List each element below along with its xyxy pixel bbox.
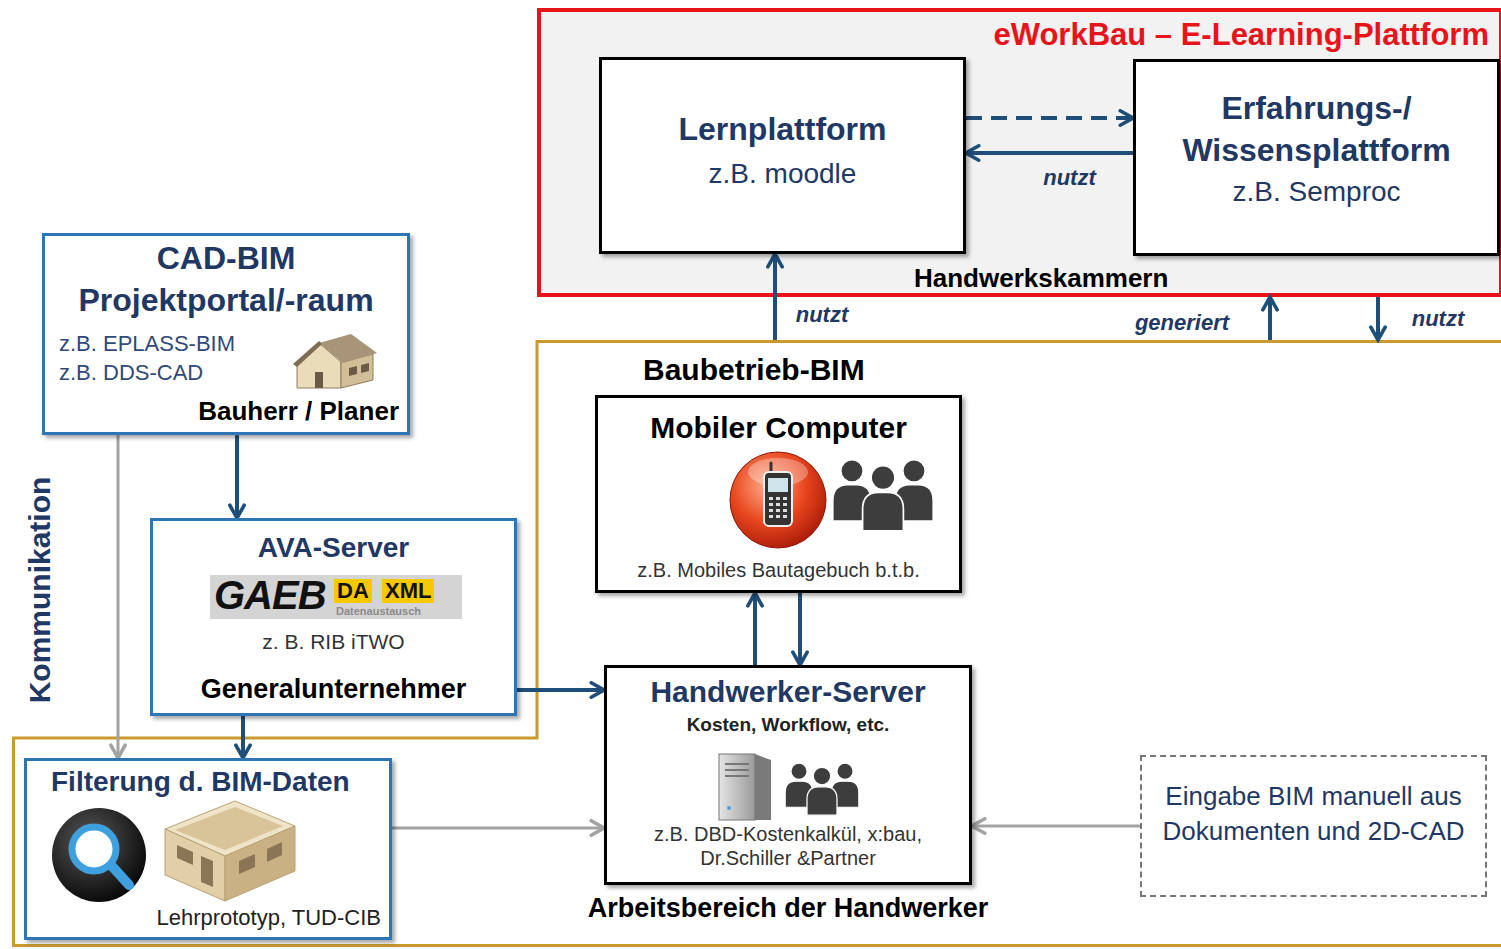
server-icon-part bbox=[719, 754, 755, 820]
area-caption: Arbeitsbereich der Handwerker bbox=[588, 892, 989, 924]
server-icon bbox=[717, 752, 775, 822]
wall-model-part bbox=[165, 829, 225, 901]
server-icon-part bbox=[725, 769, 749, 771]
edge-label: nutzt bbox=[1043, 165, 1096, 191]
server-icon-part bbox=[727, 806, 731, 810]
uses-arrow bbox=[966, 151, 1133, 155]
edge-label: nutzt bbox=[1412, 306, 1465, 332]
house-icon bbox=[289, 330, 379, 392]
server-box: AVA-Server z. B. RIB iTWO Generalunternehm… bbox=[150, 518, 517, 716]
data-arrow bbox=[392, 827, 604, 830]
phone-icon-part bbox=[730, 452, 826, 548]
magnifier-icon-part bbox=[110, 864, 129, 885]
box-title: CAD-BIM Projektportal/-raum bbox=[49, 238, 403, 321]
region-title: Baubetrieb-BIM bbox=[643, 352, 865, 388]
house-icon-part bbox=[349, 366, 357, 376]
box-title: AVA-Server bbox=[159, 531, 508, 565]
box-example: z.B. Mobiles Bautagebuch b.t.b. bbox=[604, 558, 953, 582]
people-icon-part bbox=[863, 466, 904, 531]
phone-icon-part bbox=[764, 472, 792, 526]
box-example: z.B. DBD-Kostenkalkül, x:bau, Dr.Schille… bbox=[619, 822, 957, 870]
wall-model-part bbox=[225, 826, 295, 901]
server-icon-part bbox=[755, 754, 771, 820]
box-subtitle: Kosten, Workflow, etc. bbox=[613, 714, 963, 737]
sync-arrow bbox=[753, 593, 757, 665]
wall-model-part bbox=[201, 856, 213, 887]
house-icon-part bbox=[319, 334, 377, 363]
portal-box: CAD-BIM Projektportal/-raum z.B. EPLASS-B… bbox=[42, 233, 410, 435]
communication-arrow bbox=[117, 435, 120, 758]
house-icon-part bbox=[361, 363, 369, 373]
platform-box: Erfahrungs-/ Wissensplattform z.B. Sempro… bbox=[1133, 59, 1500, 256]
wall-model-part bbox=[267, 842, 282, 862]
wall-model-part bbox=[177, 845, 193, 865]
magnifier-icon-part bbox=[52, 808, 146, 902]
device-box: Mobiler Computer z.B. Mobiles Bautagebuch… bbox=[595, 395, 962, 593]
box-title: Mobiler Computer bbox=[604, 410, 953, 446]
wall-model-part bbox=[239, 854, 255, 874]
phone-icon-part bbox=[768, 478, 788, 492]
server-icon-part bbox=[725, 763, 749, 765]
logo-subtitle: Datenaustausch bbox=[336, 605, 421, 617]
uses-arrow bbox=[1376, 297, 1380, 340]
region-title: eWorkBau – E-Learning-Plattform bbox=[993, 16, 1489, 53]
box-text: Eingabe BIM manuell aus Dokumenten und 2… bbox=[1162, 779, 1465, 849]
magnifier-icon-part bbox=[72, 827, 116, 871]
phone-icon-part bbox=[768, 496, 789, 520]
logo-tag: DA bbox=[334, 579, 372, 603]
box-example: z.B. EPLASS-BIM z.B. DDS-CAD bbox=[59, 330, 264, 387]
box-title: Erfahrungs-/ Wissensplattform bbox=[1142, 88, 1491, 171]
box-example: z.B. moodle bbox=[608, 157, 957, 191]
edge-label: nutzt bbox=[796, 302, 849, 328]
side-label: Kommunikation bbox=[22, 477, 58, 704]
flow-arrow bbox=[241, 716, 245, 758]
box-title: Handwerker-Server bbox=[613, 674, 963, 710]
wall-model bbox=[155, 799, 297, 903]
input-arrow bbox=[972, 825, 1140, 828]
flow-arrow bbox=[517, 688, 604, 692]
magnifier-icon bbox=[49, 805, 149, 905]
people-icon-part bbox=[807, 767, 837, 815]
role-label: Generalunternehmer bbox=[159, 673, 508, 705]
filter-box: Filterung d. BIM-DatenLehrprototyp, TUD-… bbox=[24, 758, 392, 940]
gaeb-logo: GAEB DA XML Datenaustausch bbox=[210, 575, 462, 619]
manual-input-box: Eingabe BIM manuell aus Dokumenten und 2… bbox=[1140, 755, 1487, 897]
server-box: Handwerker-ServerKosten, Workflow, etc. z… bbox=[604, 665, 972, 885]
box-title: Lernplattform bbox=[608, 110, 957, 148]
house-icon-part bbox=[293, 341, 322, 367]
house-icon-part bbox=[315, 372, 323, 388]
box-title: Filterung d. BIM-Daten bbox=[51, 765, 350, 799]
uses-arrow bbox=[773, 254, 777, 340]
people-icon bbox=[830, 450, 938, 532]
logo-word: GAEB bbox=[214, 573, 326, 617]
server-icon-part bbox=[725, 775, 749, 777]
logo-tag: XML bbox=[382, 579, 434, 603]
region-caption: Handwerkskammern bbox=[914, 263, 1168, 294]
role-label: Bauherr / Planer bbox=[198, 396, 399, 427]
platform-box: Lernplattform z.B. moodle bbox=[599, 57, 966, 254]
people-icon bbox=[783, 756, 863, 816]
edge-label: generiert bbox=[1135, 310, 1229, 336]
region-outline-part bbox=[14, 342, 1501, 946]
phone-icon bbox=[726, 448, 832, 554]
generates-arrow bbox=[1268, 297, 1272, 340]
flow-arrow bbox=[235, 435, 239, 518]
box-example: z. B. RIB iTWO bbox=[159, 629, 508, 654]
dashed-arrow bbox=[966, 116, 1133, 120]
box-example: z.B. Semproc bbox=[1142, 175, 1491, 209]
box-example: Lehrprototyp, TUD-CIB bbox=[156, 905, 381, 931]
sync-arrow bbox=[798, 593, 802, 665]
